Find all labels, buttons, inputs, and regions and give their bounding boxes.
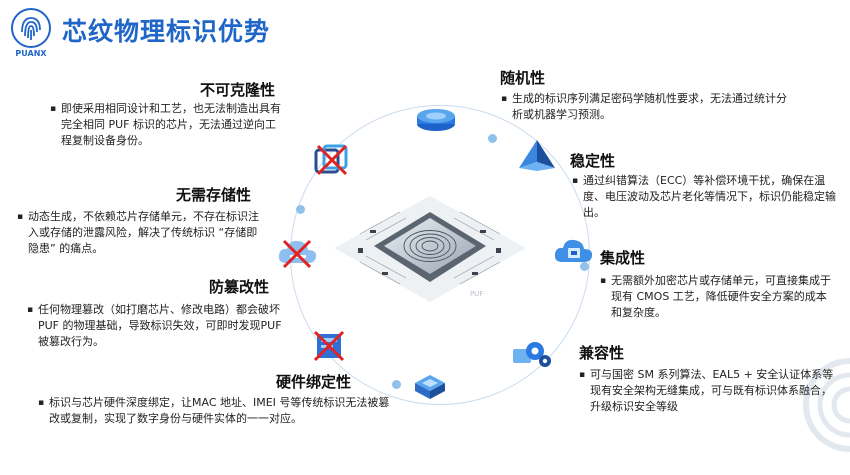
bullet-icon: ▪ bbox=[38, 398, 45, 408]
watermark-logo-icon bbox=[803, 358, 850, 452]
fingerprint-logo-icon: PUANX bbox=[11, 8, 51, 58]
no-clone-icon bbox=[314, 144, 348, 176]
section-body-hardware-binding: ▪ 标识与芯片硬件深度绑定，让MAC 地址、IMEI 号等传统标识无法被篡改或复… bbox=[38, 395, 399, 427]
bullet-icon: ▪ bbox=[50, 104, 57, 114]
section-body-no-storage: ▪ 动态生成，不依赖芯片存储单元，不存在标识注入或存储的泄露风险，解决了传统标识… bbox=[17, 209, 264, 257]
integration-cloud-chip-icon bbox=[554, 239, 593, 262]
ring-dot bbox=[488, 134, 497, 143]
chip-caption: PUF bbox=[470, 290, 484, 298]
hardware-chip-icon bbox=[415, 375, 445, 399]
section-text: 生成的标识序列满足密码学随机性要求，无法通过统计分析或机器学习预测。 bbox=[512, 92, 787, 121]
section-title-tamper-proof: 防篡改性 bbox=[209, 278, 270, 296]
section-text: 通过纠错算法（ECC）等补偿环境干扰，确保在温度、电压波动及芯片老化等情况下，标… bbox=[583, 174, 836, 219]
section-text: 任何物理篡改（如打磨芯片、修改电路）都会破坏 PUF 的物理基础，导致标识失效，… bbox=[38, 303, 282, 348]
logo-text: PUANX bbox=[15, 49, 47, 58]
bullet-icon: ▪ bbox=[501, 94, 508, 104]
section-text: 标识与芯片硬件深度绑定，让MAC 地址、IMEI 号等传统标识无法被篡改或复制，… bbox=[49, 396, 390, 425]
section-body-integration: ▪ 无需额外加密芯片或存储单元，可直接集成于现有 CMOS 工艺，降低硬件安全方… bbox=[600, 273, 836, 321]
bullet-icon: ▪ bbox=[27, 305, 34, 315]
no-storage-cloud-icon bbox=[278, 239, 317, 269]
section-title-unclonable: 不可克隆性 bbox=[200, 81, 276, 99]
ring-dot bbox=[392, 380, 401, 389]
section-body-compatibility: ▪ 可与国密 SM 系列算法、EAL5 + 安全认证体系等现有安全架构无缝集成，… bbox=[579, 367, 840, 415]
section-text: 无需额外加密芯片或存储单元，可直接集成于现有 CMOS 工艺，降低硬件安全方案的… bbox=[611, 274, 831, 319]
section-title-compatibility: 兼容性 bbox=[579, 344, 625, 362]
bullet-icon: ▪ bbox=[572, 176, 579, 186]
section-title-integration: 集成性 bbox=[600, 249, 646, 267]
section-text: 动态生成，不依赖芯片存储单元，不存在标识注入或存储的泄露风险，解决了传统标识 “… bbox=[28, 210, 259, 255]
stability-pyramid-icon bbox=[519, 140, 555, 171]
ring-dot bbox=[296, 205, 305, 214]
section-body-tamper-proof: ▪ 任何物理篡改（如打磨芯片、修改电路）都会破坏 PUF 的物理基础，导致标识失… bbox=[27, 302, 284, 350]
ring-dot bbox=[580, 262, 589, 271]
section-title-hardware-binding: 硬件绑定性 bbox=[276, 373, 352, 391]
section-body-unclonable: ▪ 即使采用相同设计和工艺，也无法制造出具有完全相同 PUF 标识的芯片，无法通… bbox=[50, 101, 283, 149]
bullet-icon: ▪ bbox=[17, 212, 24, 222]
bullet-icon: ▪ bbox=[600, 276, 607, 286]
section-title-no-storage: 无需存储性 bbox=[176, 186, 252, 204]
section-body-randomness: ▪ 生成的标识序列满足密码学随机性要求，无法通过统计分析或机器学习预测。 bbox=[501, 91, 792, 123]
section-title-stability: 稳定性 bbox=[570, 152, 616, 170]
compatibility-gears-icon bbox=[513, 342, 551, 367]
section-body-stability: ▪ 通过纠错算法（ECC）等补偿环境干扰，确保在温度、电压波动及芯片老化等情况下… bbox=[572, 173, 838, 221]
page-title: 芯纹物理标识优势 bbox=[62, 17, 271, 46]
section-title-randomness: 随机性 bbox=[500, 69, 546, 87]
section-text: 可与国密 SM 系列算法、EAL5 + 安全认证体系等现有安全架构无缝集成，可与… bbox=[590, 368, 834, 413]
puf-chip-illustration bbox=[334, 196, 526, 302]
random-disc-icon bbox=[417, 109, 455, 131]
bullet-icon: ▪ bbox=[579, 370, 586, 380]
tamper-proof-icon bbox=[313, 330, 345, 362]
section-text: 即使采用相同设计和工艺，也无法制造出具有完全相同 PUF 标识的芯片，无法通过逆… bbox=[61, 102, 281, 147]
